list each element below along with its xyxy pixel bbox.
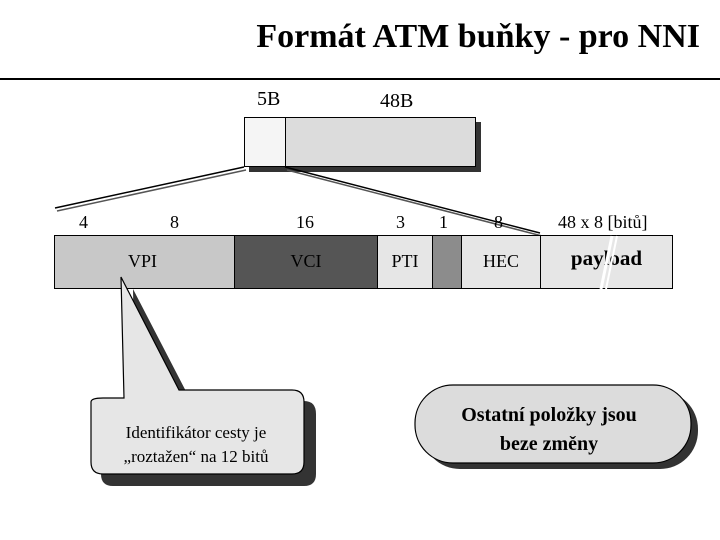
vpi-field-label: VPI (127, 250, 157, 271)
callout-line-1: Identifikátor cesty je (126, 423, 267, 442)
vci-field-label: VCI (290, 250, 322, 271)
vpi-field: VPI (55, 236, 235, 288)
bit-label-clp: 1 (439, 212, 448, 232)
callout-line-2: „roztažen“ na 12 bitů (124, 447, 269, 466)
hec-field: HEC (462, 236, 541, 288)
note-line-2: beze změny (500, 433, 598, 455)
header-size-label: 5B (257, 88, 281, 110)
pti-field-label: PTI (391, 250, 419, 271)
page-title: Formát ATM buňky - pro NNI (256, 18, 700, 55)
vci-field: VCI (235, 236, 378, 288)
overview-header-part (245, 118, 286, 166)
payload-size-label: 48B (380, 90, 414, 112)
clp-field (433, 236, 462, 288)
title-rule (0, 78, 720, 80)
note-line-1: Ostatní položky jsou (461, 404, 637, 426)
bit-label-payload: 48 x 8 [bitů] (558, 212, 648, 232)
overview-cell (244, 117, 476, 167)
bit-label-vpi-low: 8 (170, 212, 179, 232)
bit-label-vpi-high: 4 (79, 212, 88, 232)
pti-field: PTI (378, 236, 433, 288)
bit-label-vci: 16 (296, 212, 314, 232)
bit-label-hec: 8 (494, 212, 503, 232)
atm-cell-detail (54, 235, 673, 289)
hec-field-label: HEC (483, 250, 519, 271)
bit-label-pti: 3 (396, 212, 405, 232)
